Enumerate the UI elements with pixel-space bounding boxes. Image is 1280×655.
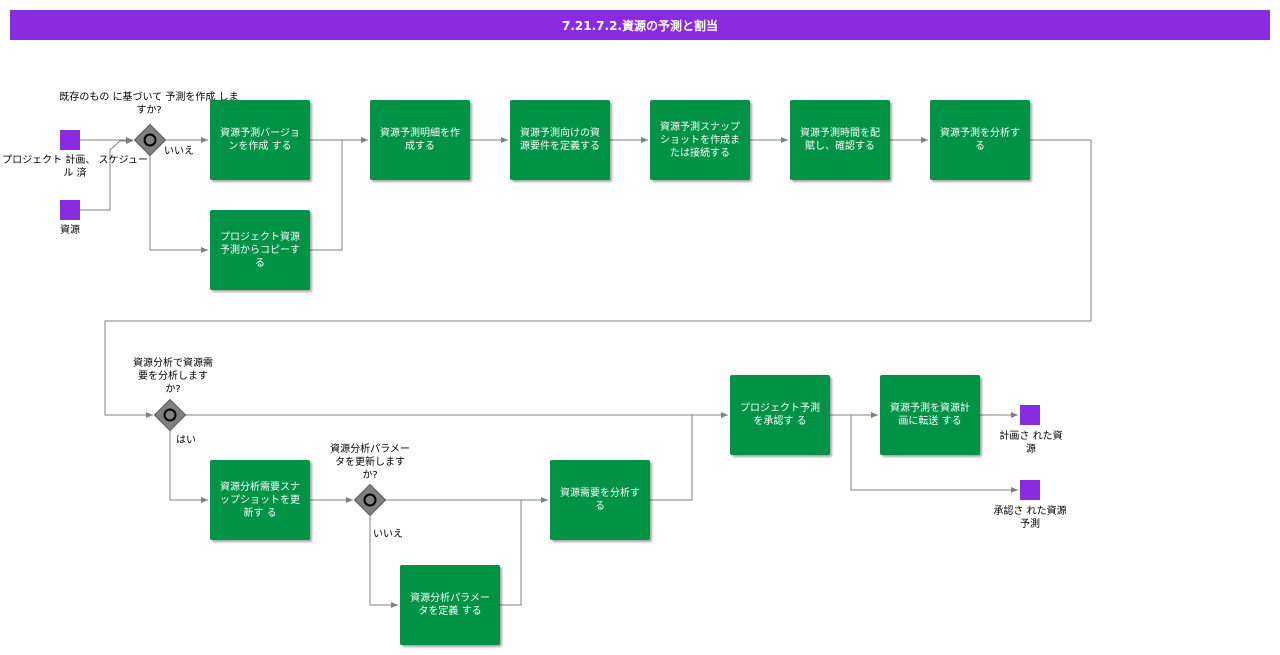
gateway-branch-label: いいえ <box>373 529 403 540</box>
gateway-2 <box>153 398 187 432</box>
output-data-icon <box>1020 480 1040 500</box>
output-label: 承認さ れた資源予測 <box>993 506 1067 530</box>
flow-t7-gw2 <box>104 139 1092 418</box>
gateway-3 <box>353 483 387 517</box>
output-label: 計画さ れた資源 <box>999 431 1063 455</box>
gateway-branch-label: いいえ <box>164 146 194 157</box>
task-transfer-to-resource-plan[interactable]: 資源予測を資源計画に転送 する <box>880 375 980 455</box>
output-data-icon <box>1020 405 1040 425</box>
gateway-branch-label: はい <box>176 435 196 446</box>
diagram-title: 7.21.7.2.資源の予測と割当 <box>10 10 1270 40</box>
input-data-icon <box>60 200 80 220</box>
task-define-analysis-parameters[interactable]: 資源分析パラメータを定義 する <box>400 565 500 645</box>
task-create-forecast-version[interactable]: 資源予測バージョンを作成 する <box>210 100 310 180</box>
flow-gw2-t8 <box>169 430 208 503</box>
task-define-resource-requirements[interactable]: 資源予測向けの資源要件を定義する <box>510 100 610 180</box>
gateway-question: 資源分析パラメータを更新しますか? <box>330 444 410 481</box>
flow-t9-merge <box>500 500 522 606</box>
flow-t2-t3 <box>310 140 343 251</box>
task-copy-from-project-forecast[interactable]: プロジェクト資源予測からコピーする <box>210 210 310 290</box>
task-analyze-demand[interactable]: 資源需要を分析する <box>550 460 650 540</box>
task-create-forecast-lines[interactable]: 資源予測明細を作成する <box>370 100 470 180</box>
flow-t10-t11 <box>650 415 693 501</box>
gateway-1 <box>133 123 167 157</box>
task-analyze-forecast[interactable]: 資源予測を分析する <box>930 100 1030 180</box>
input-label: プロジェクト 計画、 スケジュール 済 <box>2 155 148 179</box>
task-approve-project-forecast[interactable]: プロジェクト予測を承認す る <box>730 375 830 455</box>
flow-input2-gw1 <box>80 138 133 211</box>
input-data-icon <box>60 130 80 150</box>
input-label: 資源 <box>60 225 80 236</box>
task-allocate-hours[interactable]: 資源予測時間を配賦し、確認する <box>790 100 890 180</box>
gateway-question: 既存のもの に基づいて 予測を作成 しますか? <box>59 92 239 116</box>
task-update-demand-snapshot[interactable]: 資源分析需要スナップショットを更新す る <box>210 460 310 540</box>
flow-t11-out2 <box>850 415 1018 493</box>
gateway-question: 資源分析で資源需要を分析しますか? <box>133 358 213 395</box>
flow-gw1-t2 <box>149 155 208 253</box>
flow-gw3-t9 <box>369 515 398 608</box>
task-create-snapshot[interactable]: 資源予測スナップショットを作成または接続する <box>650 100 750 180</box>
